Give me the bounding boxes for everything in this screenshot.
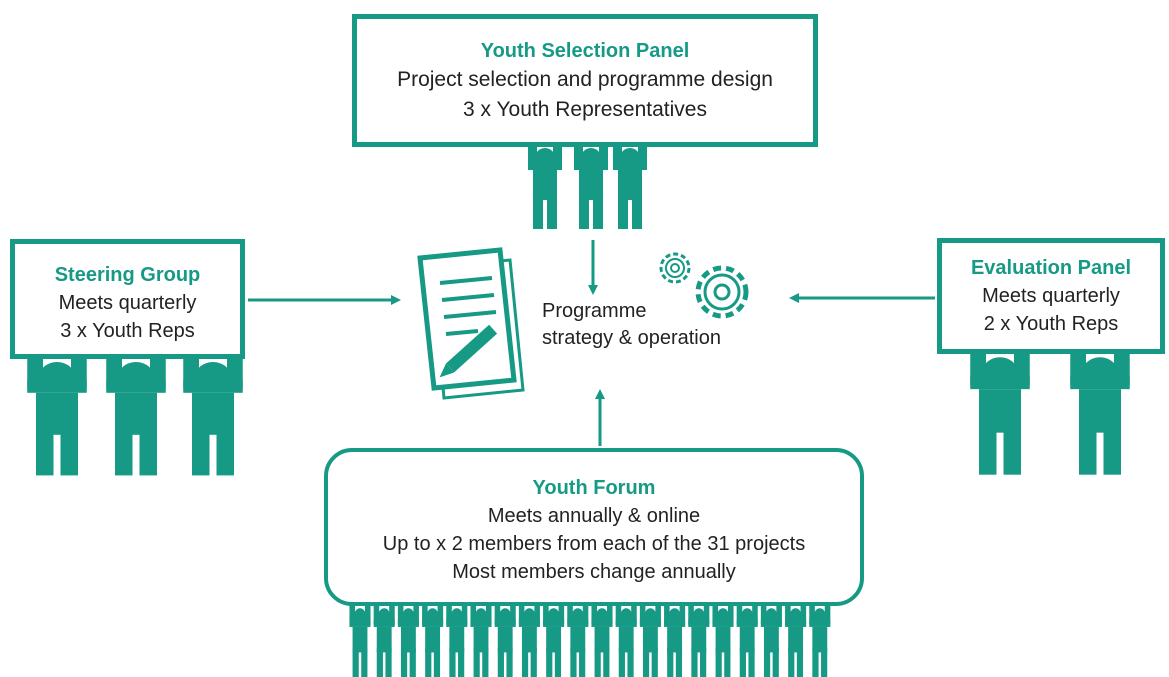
evaluation-panel-people [970, 350, 1130, 475]
forum-person-icon [615, 604, 637, 677]
steering-group-people [27, 355, 243, 476]
youth-forum-people [349, 604, 831, 677]
forum-person-icon [809, 604, 831, 677]
youth-forum-line: Meets annually & online [487, 505, 701, 527]
youth-forum-line: Most members change annually [452, 561, 736, 583]
forum-person-icon [688, 604, 710, 677]
center-line: strategy & operation [542, 327, 721, 349]
forum-person-icon [591, 604, 613, 677]
forum-person-icon [422, 604, 444, 677]
forum-person-icon [349, 604, 371, 677]
forum-person-icon [470, 604, 492, 677]
steering-group-title: Steering Group [54, 264, 201, 286]
forum-person-icon [373, 604, 395, 677]
forum-person-icon [664, 604, 686, 677]
forum-person-icon [785, 604, 807, 677]
forum-person-icon [567, 604, 589, 677]
evaluation-panel: Evaluation Panel Meets quarterly 2 x You… [937, 238, 1165, 354]
selection-panel-title: Youth Selection Panel [480, 40, 690, 62]
center-line: Programme [542, 300, 647, 322]
youth-forum-panel: Youth Forum Meets annually & online Up t… [324, 448, 864, 606]
selection-panel-people [528, 143, 647, 229]
evaluation-panel-line: 2 x Youth Reps [983, 313, 1119, 335]
forum-person-icon [760, 604, 782, 677]
youth-forum-title: Youth Forum [532, 477, 656, 499]
steering-group-line: 3 x Youth Reps [60, 320, 195, 342]
youth-forum-line: Up to x 2 members from each of the 31 pr… [382, 533, 806, 555]
forum-person-icon [736, 604, 758, 677]
forum-person-icon [446, 604, 468, 677]
youth-selection-panel: Youth Selection Panel Project selection … [352, 14, 818, 147]
programme-strategy-label: Programme strategy & operation [542, 298, 782, 352]
selection-panel-line: Project selection and programme design [397, 68, 773, 91]
steering-group-line: Meets quarterly [58, 292, 197, 314]
forum-person-icon [543, 604, 565, 677]
steering-group-panel: Steering Group Meets quarterly 3 x Youth… [10, 239, 245, 359]
forum-person-icon [518, 604, 540, 677]
gears-icon [659, 252, 749, 319]
document-pencil-icon [417, 247, 525, 400]
forum-person-icon [639, 604, 661, 677]
forum-person-icon [712, 604, 734, 677]
evaluation-panel-line: Meets quarterly [982, 285, 1120, 307]
forum-person-icon [494, 604, 516, 677]
evaluation-panel-title: Evaluation Panel [970, 257, 1132, 279]
selection-panel-line: 3 x Youth Representatives [462, 98, 707, 121]
forum-person-icon [397, 604, 419, 677]
